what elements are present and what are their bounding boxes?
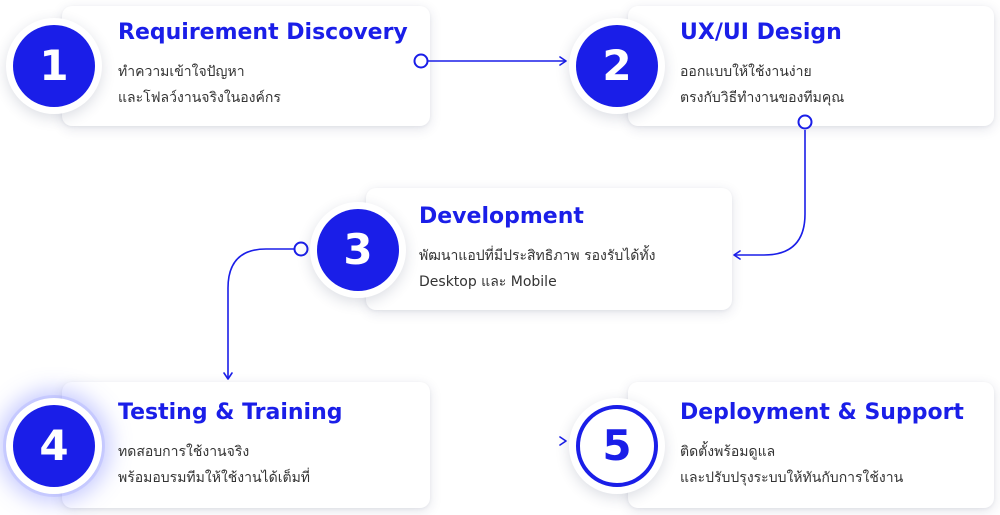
step-2-card xyxy=(628,6,994,126)
step-1-number: 1 xyxy=(13,25,95,107)
connector-2-to-3 xyxy=(733,114,813,260)
step-5-title: Deployment & Support xyxy=(680,400,964,425)
step-5-description-line-1: ติดตั้งพร้อมดูแล xyxy=(680,444,776,460)
step-5-number: 5 xyxy=(576,405,658,487)
connector-start-dot xyxy=(797,114,813,130)
step-1-badge: 1 xyxy=(6,18,102,114)
connector-start-dot xyxy=(293,241,309,257)
step-2-title: UX/UI Design xyxy=(680,20,842,45)
connector-1-to-2 xyxy=(413,53,567,69)
connector-start-dot xyxy=(413,53,429,69)
step-3-description-line-1: พัฒนาแอปที่มีประสิทธิภาพ รองรับได้ทั้ง xyxy=(419,248,656,264)
step-1-description-line-1: ทำความเข้าใจปัญหา xyxy=(118,64,245,80)
step-5-card xyxy=(628,382,994,508)
step-2-description-line-2: ตรงกับวิธีทำงานของทีมคุณ xyxy=(680,90,845,106)
step-4-title: Testing & Training xyxy=(118,400,343,425)
step-3-number: 3 xyxy=(317,209,399,291)
step-5-description-line-2: และปรับปรุงระบบให้ทันกับการใช้งาน xyxy=(680,470,904,486)
step-1-card xyxy=(62,6,430,126)
step-4-number: 4 xyxy=(13,405,95,487)
step-3-description-line-2: Desktop และ Mobile xyxy=(419,274,557,290)
step-2-number: 2 xyxy=(576,25,658,107)
step-5-badge: 5 xyxy=(569,398,665,494)
step-3-title: Development xyxy=(419,204,584,229)
connector-3-to-4 xyxy=(223,241,309,380)
step-4-description-line-2: พร้อมอบรมทีมให้ใช้งานได้เต็มที่ xyxy=(118,470,311,486)
step-2-badge: 2 xyxy=(569,18,665,114)
step-4-description-line-1: ทดสอบการใช้งานจริง xyxy=(118,444,250,460)
step-3-badge: 3 xyxy=(310,202,406,298)
step-1-title: Requirement Discovery xyxy=(118,20,408,45)
step-1-description-line-2: และโฟลว์งานจริงในองค์กร xyxy=(118,90,281,106)
step-4-badge: 4 xyxy=(6,398,102,494)
step-2-description-line-1: ออกแบบให้ใช้งานง่าย xyxy=(680,64,812,80)
step-3-card xyxy=(366,188,732,310)
step-4-card xyxy=(62,382,430,508)
